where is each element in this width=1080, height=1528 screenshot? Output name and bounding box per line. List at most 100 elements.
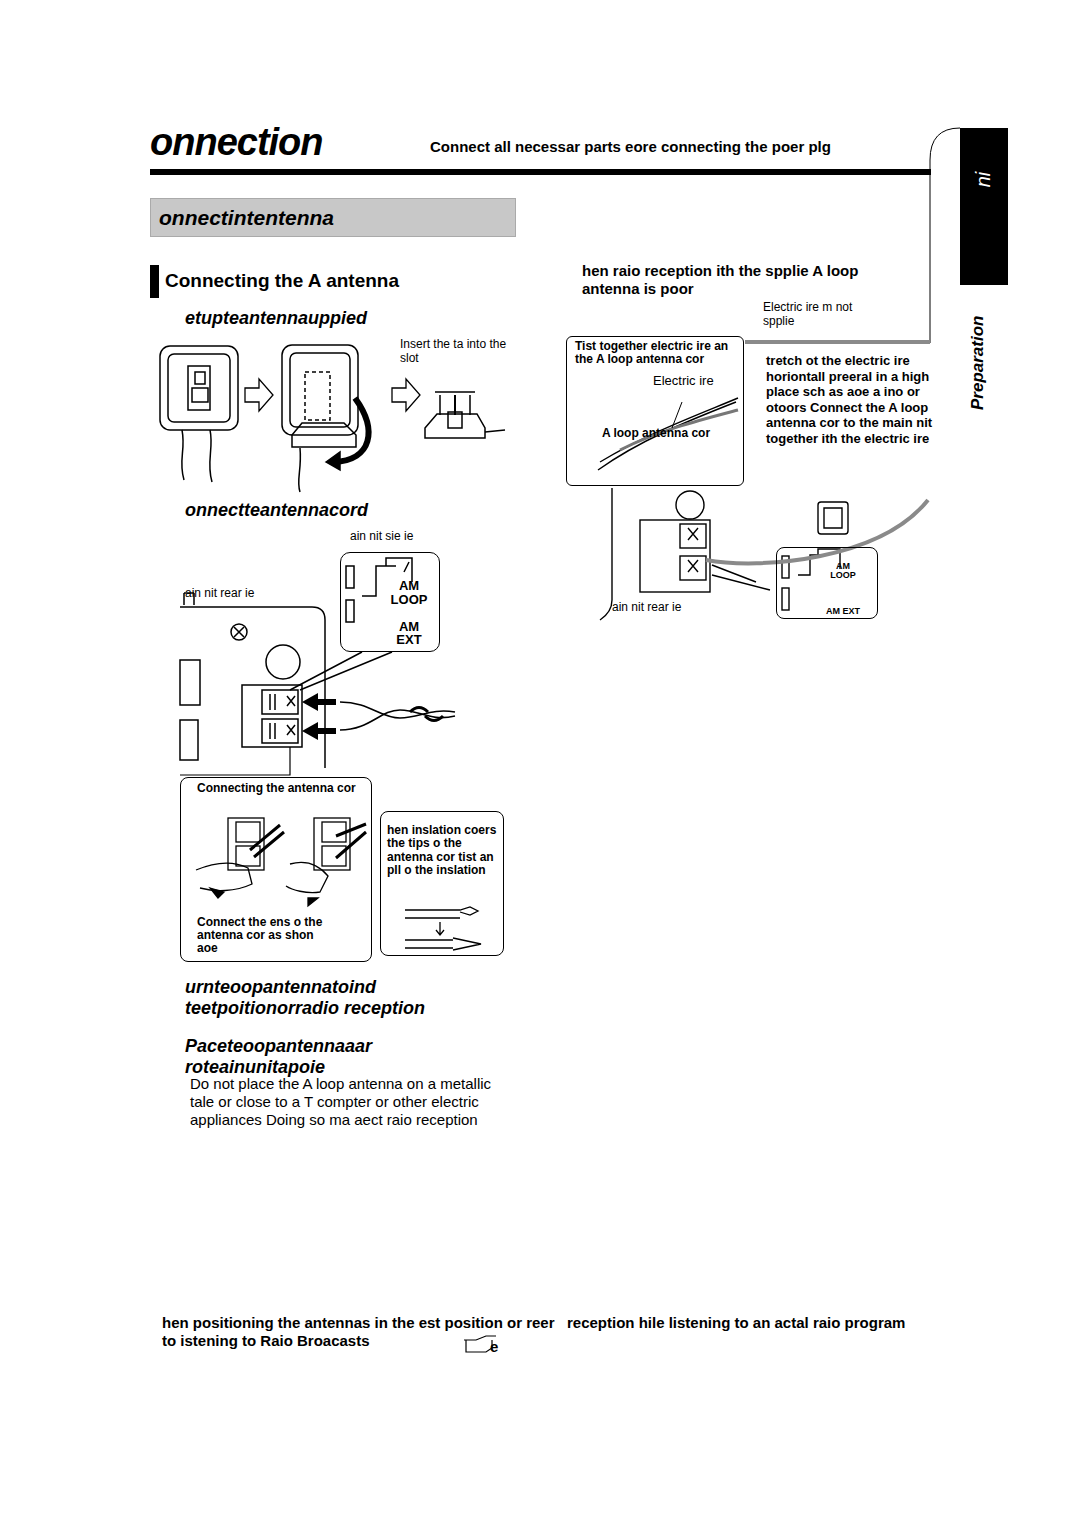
drawing-stroke xyxy=(818,502,848,534)
drawing-stroke xyxy=(314,818,350,870)
insulation-tip-box: hen inslation coers the tips o the anten… xyxy=(380,811,504,956)
drawing-stroke xyxy=(192,372,208,402)
node-text: Connecting the antenna cor xyxy=(197,782,363,796)
insulation-strip xyxy=(405,907,481,950)
main-unit-rear-left xyxy=(180,593,325,775)
drawing-stroke xyxy=(436,922,444,935)
node-text: Tist together electric ire an the A loop… xyxy=(575,340,737,367)
reference-page: e xyxy=(490,1338,510,1356)
loop-antenna-setup xyxy=(160,345,505,492)
drawing-stroke xyxy=(210,888,224,898)
page-title: onnection xyxy=(150,120,323,166)
drawing-stroke xyxy=(188,366,210,410)
drawing-stroke xyxy=(346,566,354,588)
drawing-stroke xyxy=(302,693,336,711)
drawing-stroke xyxy=(234,627,244,637)
drawing-stroke xyxy=(266,645,300,679)
section-tab: ni xyxy=(960,128,1008,285)
drawing-stroke xyxy=(270,694,275,739)
twisted-antenna-cord xyxy=(340,702,455,730)
drawing-stroke xyxy=(410,708,443,721)
part-note: Electric ire m not spplie xyxy=(763,300,883,329)
drawing-stroke xyxy=(680,556,706,580)
instruction-note: Insert the ta into the slot xyxy=(400,337,520,366)
drawing-stroke xyxy=(196,863,252,891)
node-text: hen inslation coers the tips o the anten… xyxy=(387,824,499,878)
node-text: Connect the ens o the antenna cor as sho… xyxy=(197,916,337,956)
reference-note: reception hile listening to an actal rai… xyxy=(567,1314,937,1332)
drawing-stroke xyxy=(782,588,789,610)
drawing-stroke xyxy=(282,345,358,435)
drawing-stroke xyxy=(322,846,346,866)
drawing-stroke xyxy=(640,520,710,592)
node-text: AM EXT xyxy=(823,607,863,616)
drawing-stroke xyxy=(150,265,159,298)
node-text: Electric ire xyxy=(653,373,737,388)
drawing-stroke xyxy=(182,430,212,482)
drawing-stroke xyxy=(150,169,931,175)
drawing-stroke xyxy=(308,898,318,906)
drawing-stroke xyxy=(236,822,260,842)
drawing-stroke xyxy=(299,448,301,492)
subtitle: Connect all necessar parts eore connecti… xyxy=(430,138,930,156)
step-heading: Paceteoopantennaaar roteainunitapoie xyxy=(185,1036,435,1077)
drawing-stroke xyxy=(180,660,200,705)
instruction-note: tretch ot the electric ire horiontall pr… xyxy=(766,353,936,447)
drawing-stroke xyxy=(336,824,366,858)
drawing-stroke xyxy=(745,340,930,344)
drawing-stroke xyxy=(405,907,478,918)
drawing-stroke xyxy=(290,652,392,690)
reference-note: hen positioning the antennas in the est … xyxy=(162,1314,562,1350)
drawing-stroke xyxy=(180,720,198,760)
view-label: ain nit rear ie xyxy=(612,600,732,614)
main-unit-rear-right xyxy=(600,488,848,620)
drawing-stroke xyxy=(302,722,336,740)
drawing-stroke xyxy=(485,430,505,432)
caution-note: Do not place the A loop antenna on a met… xyxy=(190,1075,500,1129)
node-text: AM EXT xyxy=(385,620,433,647)
drawing-stroke xyxy=(290,353,350,427)
drawing-stroke xyxy=(706,500,928,563)
wire-insert-arrows xyxy=(302,693,336,740)
step-heading: etupteantennauppied xyxy=(185,308,485,329)
drawing-stroke xyxy=(405,938,481,950)
drawing-stroke xyxy=(160,346,238,430)
drawing-stroke xyxy=(287,696,295,735)
node-text: AM LOOP xyxy=(823,562,863,580)
node-text: onnectintentenna xyxy=(159,206,507,230)
drawing-stroke xyxy=(231,624,247,640)
step-heading: urnteoopantennatoind teetpoitionorradio … xyxy=(185,977,435,1018)
drawing-stroke xyxy=(930,128,960,343)
node-text: ni xyxy=(972,172,995,188)
drawing-stroke xyxy=(688,528,698,572)
drawing-stroke xyxy=(242,685,302,747)
terminal-hand-steps xyxy=(196,818,366,906)
step-heading: onnectteantennacord xyxy=(185,500,485,521)
drawing-stroke xyxy=(454,395,456,415)
side-tab-label: Preparation xyxy=(968,316,988,410)
terminal-callout-small: AM LOOP AM EXT xyxy=(776,547,878,619)
drawing-stroke xyxy=(326,452,340,470)
drawing-stroke xyxy=(425,414,485,438)
tip-heading: hen raio reception ith the spplie A loop… xyxy=(582,262,882,298)
drawing-stroke xyxy=(292,423,356,447)
subsection-heading: Connecting the A antenna xyxy=(165,270,465,293)
drawing-stroke xyxy=(680,524,706,548)
drawing-stroke xyxy=(245,379,273,411)
view-label: ain nit sie ie xyxy=(350,529,470,543)
drawing-stroke xyxy=(180,747,290,775)
drawing-stroke xyxy=(168,354,230,422)
terminal-callout: AM LOOP AM EXT xyxy=(340,552,440,652)
node-text: A loop antenna cor xyxy=(575,426,737,440)
drawing-stroke xyxy=(180,607,325,768)
drawing-stroke xyxy=(305,372,330,420)
view-label: ain nit rear ie xyxy=(185,586,305,600)
drawing-stroke xyxy=(600,488,612,620)
drawing-stroke xyxy=(346,600,354,622)
drawing-stroke xyxy=(824,508,842,528)
drawing-stroke xyxy=(676,491,704,519)
connect-step-box: Connecting the antenna corConnect the en… xyxy=(180,777,372,962)
node-text: AM LOOP xyxy=(385,579,433,606)
callout-leader xyxy=(290,558,412,690)
